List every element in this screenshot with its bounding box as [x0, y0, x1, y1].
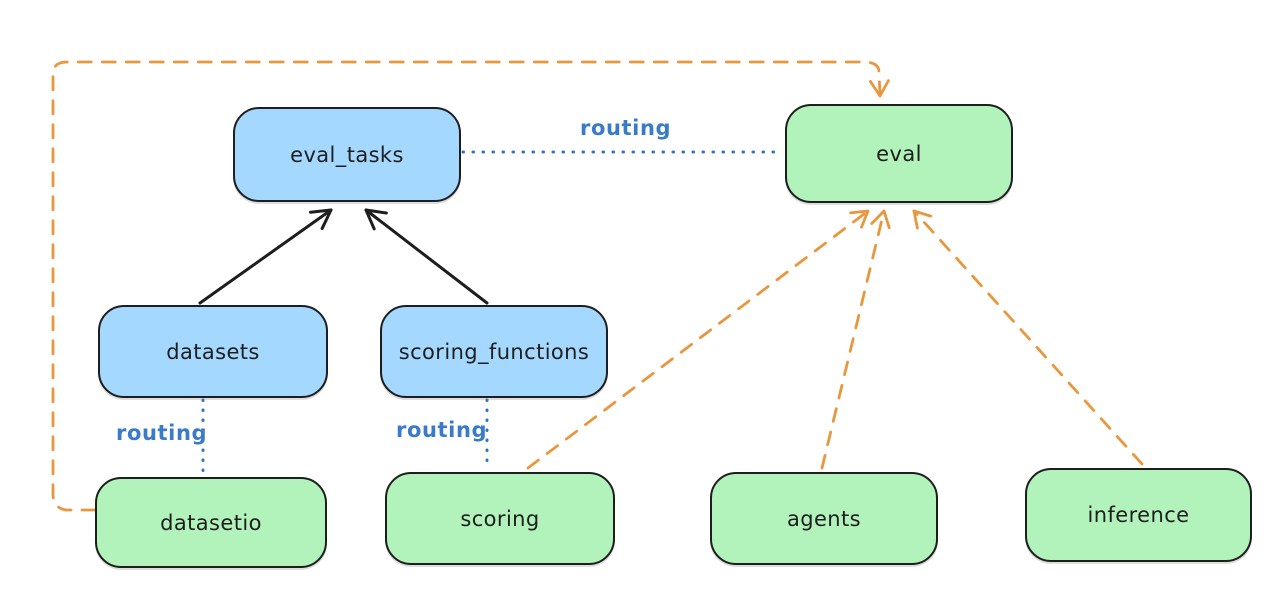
edge-datasetio-to-eval	[51, 60, 890, 512]
node-inference: inference	[1025, 468, 1252, 562]
node-datasetio-label: datasetio	[160, 510, 262, 535]
node-datasetio: datasetio	[95, 477, 327, 568]
edge-scoring-functions-to-eval-tasks	[364, 208, 489, 305]
node-datasets: datasets	[98, 305, 328, 398]
edge-scoring-to-eval	[526, 209, 870, 470]
edge-label-routing-scoring-functions-scoring: routing	[396, 418, 488, 442]
edge-label-routing-datasets-datasetio: routing	[116, 421, 208, 445]
node-eval-tasks-label: eval_tasks	[290, 142, 404, 167]
node-scoring-functions: scoring_functions	[380, 305, 608, 398]
node-scoring: scoring	[385, 472, 615, 565]
edge-inference-to-eval	[912, 209, 1144, 466]
node-datasets-label: datasets	[166, 339, 260, 364]
node-inference-label: inference	[1087, 503, 1190, 527]
edge-datasets-to-eval-tasks	[198, 208, 333, 305]
node-eval-tasks: eval_tasks	[233, 107, 461, 202]
node-scoring-label: scoring	[460, 506, 540, 531]
node-agents-label: agents	[786, 506, 861, 531]
edge-agents-to-eval	[820, 209, 891, 470]
node-scoring-functions-label: scoring_functions	[398, 339, 590, 364]
node-agents: agents	[710, 472, 938, 565]
node-eval: eval	[785, 104, 1013, 203]
edge-label-routing-eval-tasks-eval: routing	[580, 116, 672, 140]
node-eval-label: eval	[876, 141, 922, 166]
